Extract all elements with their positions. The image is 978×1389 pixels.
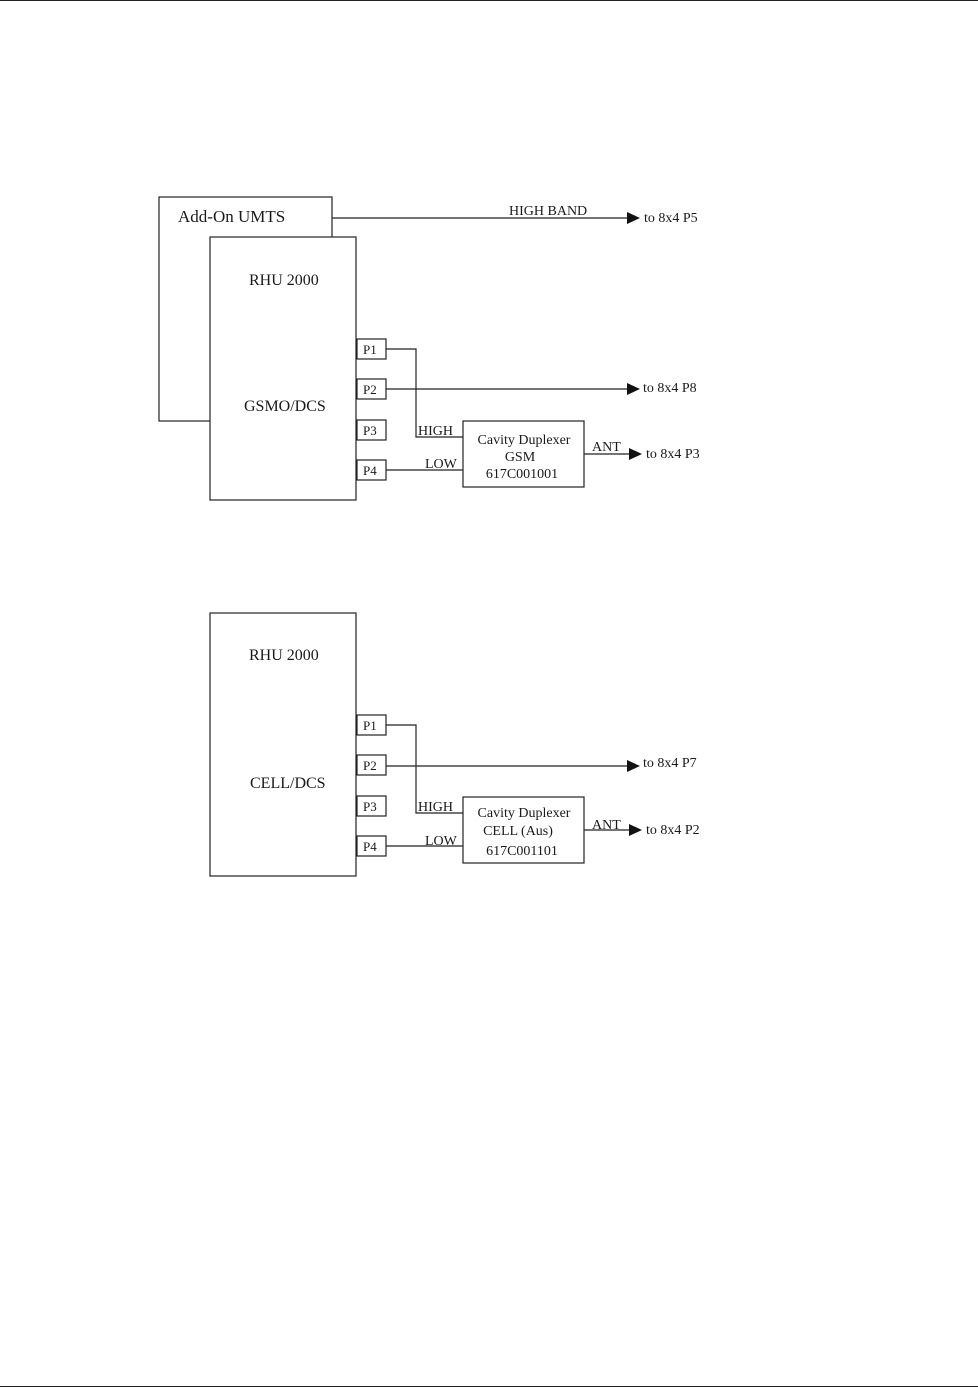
dest-p2-label: to 8x4 P2 — [646, 823, 700, 838]
dest-p5-label: to 8x4 P5 — [644, 211, 698, 226]
rhu-title-top: RHU 2000 — [249, 272, 319, 289]
port-p1-label-top: P1 — [363, 342, 377, 357]
port-p2-label-top: P2 — [363, 382, 377, 397]
arrow-p5 — [627, 212, 640, 224]
rhu-title-bottom: RHU 2000 — [249, 647, 319, 664]
duplexer-line2-bottom: CELL (Aus) — [483, 824, 553, 839]
high-band-label: HIGH BAND — [509, 204, 587, 219]
ant-label-bottom: ANT — [592, 818, 621, 833]
port-p2-label-bottom: P2 — [363, 758, 377, 773]
diagram-bottom: RHU 2000 CELL/DCS P1 P2 P3 P4 to 8x4 P7 … — [210, 613, 700, 876]
port-p4-label-top: P4 — [363, 463, 377, 478]
port-p4-label-bottom: P4 — [363, 839, 377, 854]
high-label-bottom: HIGH — [418, 800, 453, 815]
dest-p3-label: to 8x4 P3 — [646, 447, 700, 462]
rhu-mode-bottom: CELL/DCS — [250, 775, 326, 792]
duplexer-line2-top: GSM — [505, 450, 536, 465]
arrow-p8 — [627, 383, 640, 395]
duplexer-line3-bottom: 617C001101 — [486, 844, 558, 859]
duplexer-line1-top: Cavity Duplexer — [478, 433, 571, 448]
duplexer-line3-top: 617C001001 — [486, 467, 558, 482]
high-label-top: HIGH — [418, 424, 453, 439]
rhu-mode-top: GSMO/DCS — [244, 398, 326, 415]
ant-label-top: ANT — [592, 440, 621, 455]
arrow-p7 — [627, 760, 640, 772]
arrow-p3 — [629, 448, 642, 460]
port-p1-label-bottom: P1 — [363, 718, 377, 733]
low-label-bottom: LOW — [425, 834, 458, 849]
arrow-p2 — [629, 824, 642, 836]
dest-p7-label: to 8x4 P7 — [643, 756, 697, 771]
diagram-top: Add-On UMTS RHU 2000 GSMO/DCS HIGH BAND … — [159, 197, 700, 500]
low-label-top: LOW — [425, 457, 458, 472]
port-p3-label-top: P3 — [363, 423, 377, 438]
addon-umts-label: Add-On UMTS — [178, 207, 285, 226]
dest-p8-label: to 8x4 P8 — [643, 381, 697, 396]
port-p3-label-bottom: P3 — [363, 799, 377, 814]
duplexer-line1-bottom: Cavity Duplexer — [478, 806, 571, 821]
